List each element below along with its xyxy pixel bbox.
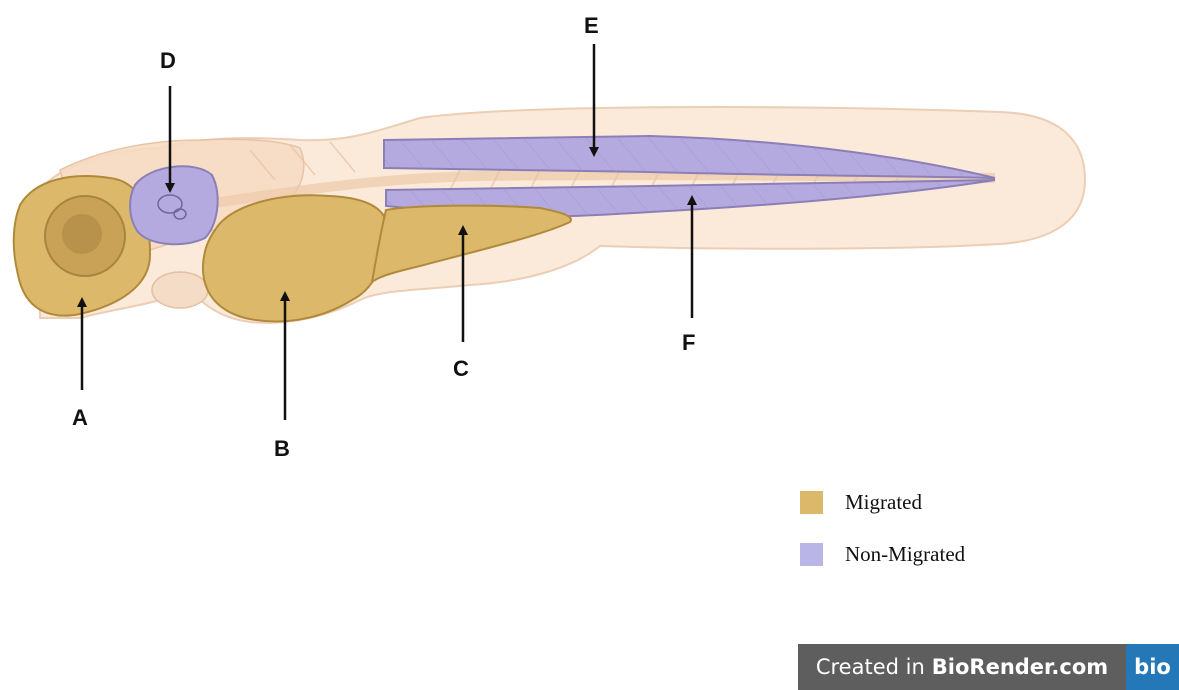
migrated-swatch [800,491,823,514]
non-migrated-swatch [800,543,823,566]
legend-item-non-migrated: Non-Migrated [800,540,965,568]
label-e: E [584,13,599,38]
eye-inner [62,214,102,254]
biorender-logo-icon: bio [1126,644,1179,690]
badge-brand: BioRender.com [932,655,1108,679]
badge-text: Created in BioRender.com [798,644,1126,690]
legend-label-non-migrated: Non-Migrated [845,542,965,567]
legend-label-migrated: Migrated [845,490,922,515]
label-d: D [160,48,176,73]
label-b: B [274,436,290,461]
badge-prefix: Created in [816,655,925,679]
label-c: C [453,356,469,381]
label-f: F [682,330,695,355]
pectoral-fin [152,272,208,308]
legend-item-migrated: Migrated [800,488,965,516]
region-d [130,166,218,244]
label-a: A [72,405,88,430]
legend: Migrated Non-Migrated [800,488,965,592]
biorender-badge[interactable]: Created in BioRender.com bio [798,644,1179,690]
region-b [203,195,388,321]
